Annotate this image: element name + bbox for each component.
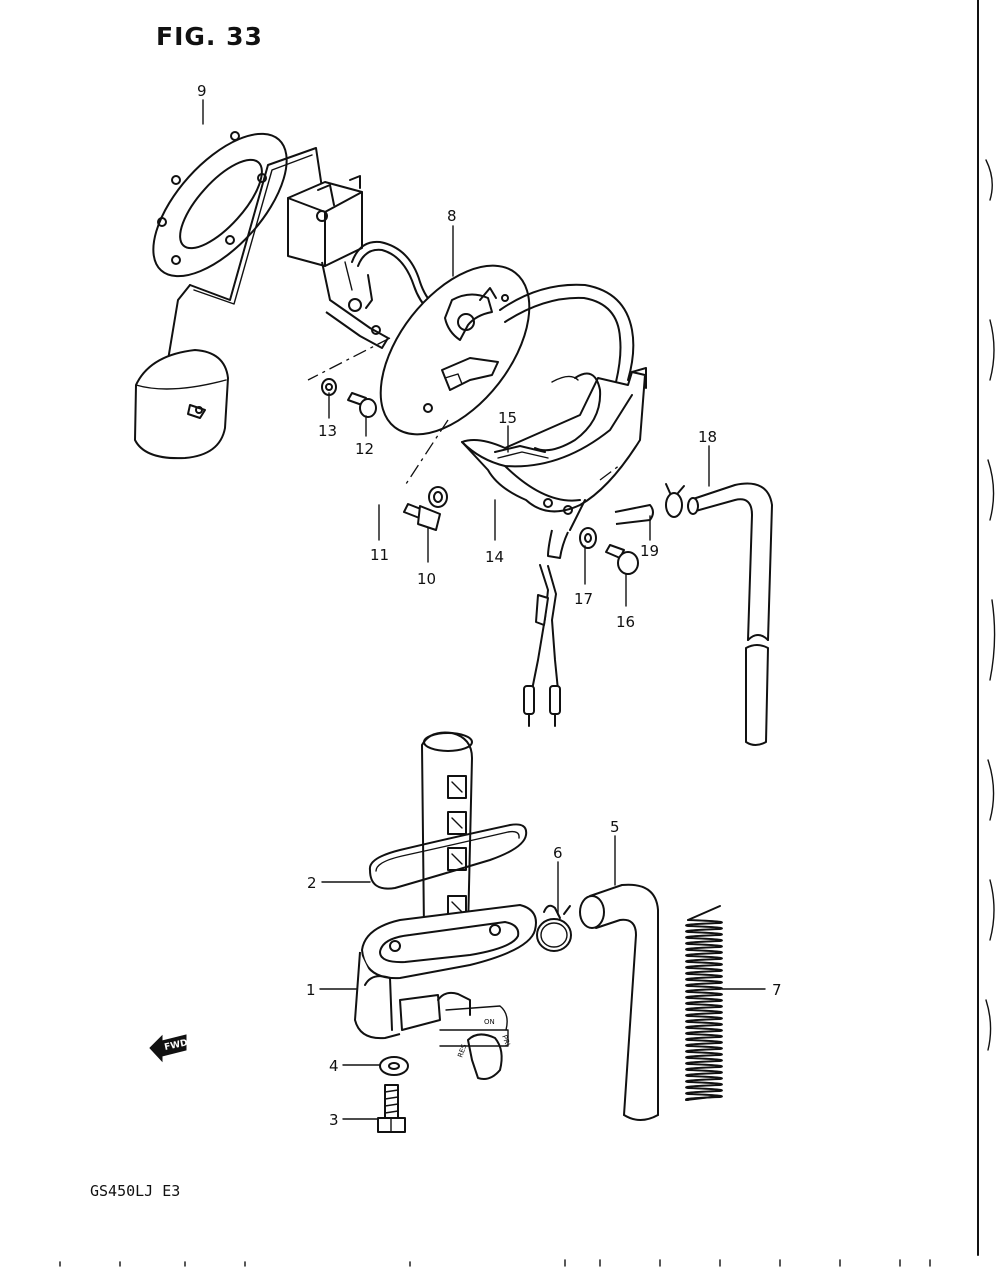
- callout-2: 2: [307, 874, 317, 892]
- leader-lines: [202, 99, 766, 1120]
- callout-9: 9: [197, 82, 207, 100]
- callout-15: 15: [498, 409, 517, 427]
- part-16-screw: [605, 544, 639, 575]
- figure-title: FIG. 33: [156, 22, 263, 51]
- callout-5: 5: [610, 818, 620, 836]
- model-code: GS450LJ E3: [90, 1182, 181, 1200]
- callout-17: 17: [574, 590, 593, 608]
- lead-wires: [523, 564, 561, 727]
- part-14-cover: [461, 367, 647, 515]
- callout-1: 1: [306, 981, 316, 999]
- cock-marking-on: ON: [484, 1018, 495, 1026]
- part-9-gasket: [152, 131, 288, 278]
- callout-14: 14: [485, 548, 504, 566]
- callout-labels: 9 8 13 12 15 18 14 11 10 19 17 16 5 6 2 …: [197, 82, 782, 1129]
- assembly-centerlines: [307, 337, 621, 485]
- cover-outlet-hoses: [547, 499, 654, 559]
- callout-19: 19: [640, 542, 659, 560]
- part-12-screw: [347, 392, 377, 418]
- callout-10: 10: [417, 570, 436, 588]
- part-11-washer: [428, 486, 448, 508]
- part-15-packing: [494, 445, 549, 459]
- sender-unit-body: [287, 175, 389, 349]
- fwd-arrow-label: FWD: [164, 1038, 189, 1053]
- page-edge: [977, 0, 996, 1256]
- callout-13: 13: [318, 422, 337, 440]
- part-1-fuel-cock: RES ON PRI: [354, 731, 537, 1080]
- sender-tube: [499, 283, 635, 383]
- callout-12: 12: [355, 440, 374, 458]
- callout-11: 11: [370, 546, 389, 564]
- part-3-bolt: [377, 1084, 406, 1133]
- callout-18: 18: [698, 428, 717, 446]
- part-7-spring: [685, 905, 723, 1101]
- callout-3: 3: [329, 1111, 339, 1129]
- callout-6: 6: [553, 844, 563, 862]
- fwd-arrow-icon: FWD: [149, 1034, 189, 1063]
- part-5-hose: [579, 883, 659, 1121]
- part-10-bolt: [403, 503, 441, 531]
- part-18-long-hose: [687, 482, 773, 746]
- part-19-clip: [665, 483, 685, 518]
- callout-8: 8: [447, 207, 457, 225]
- part-13-washer: [321, 378, 337, 396]
- float-arm: [167, 147, 323, 361]
- callout-7: 7: [772, 981, 782, 999]
- cock-marking-prime: PRI: [500, 1034, 511, 1047]
- part-17-washer: [579, 527, 597, 549]
- callout-4: 4: [329, 1057, 339, 1075]
- callout-16: 16: [616, 613, 635, 631]
- part-4-washer: [379, 1056, 409, 1076]
- part-8-sender-plate: [379, 264, 531, 436]
- float: [134, 349, 229, 460]
- scan-marks: [59, 1259, 931, 1267]
- part-2-o-ring: [368, 823, 528, 890]
- cock-marking-res: RES: [456, 1043, 468, 1059]
- part-6-clip: [536, 904, 572, 952]
